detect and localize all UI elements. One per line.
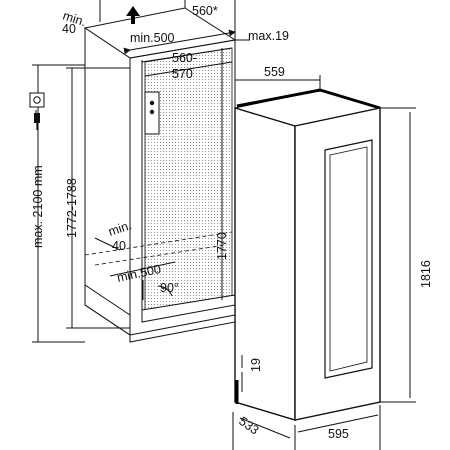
label-height-1770: 1770: [215, 232, 229, 260]
label-top-min: min.: [61, 9, 88, 30]
dimension-lines: [32, 0, 416, 450]
label-bottom-min: min.: [107, 218, 134, 239]
label-top-min500: min.500: [130, 31, 175, 45]
label-height-1772: 1772-1788: [65, 178, 79, 238]
label-inner-570: 570: [172, 67, 193, 81]
label-depth-533: 533: [236, 414, 261, 437]
label-inner-560: 560-: [172, 51, 197, 65]
label-dim-19: 19: [249, 358, 263, 372]
label-max19: max.19: [248, 29, 289, 43]
up-arrow-icon: [126, 6, 140, 24]
label-height-max2100: max. 2100 mm: [31, 165, 45, 248]
label-angle-90: 90°: [160, 281, 179, 295]
appliance-side: [234, 107, 296, 421]
label-width-559: 559: [264, 65, 285, 79]
label-bottom-40: 40: [112, 239, 126, 253]
label-top-560: 560*: [192, 4, 218, 18]
label-top-40: 40: [62, 22, 76, 36]
label-width-595: 595: [328, 427, 349, 441]
power-socket-icon: [29, 92, 45, 108]
label-height-1816: 1816: [419, 260, 433, 288]
appliance: [234, 88, 381, 421]
plug-icon: [34, 110, 40, 130]
